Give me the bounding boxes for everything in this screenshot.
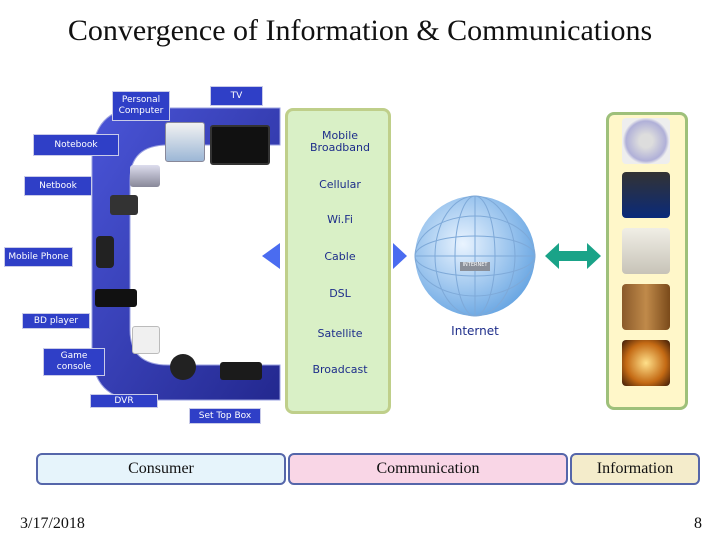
notebook-label: Notebook: [33, 134, 119, 156]
tv-label: TV: [210, 86, 263, 106]
information-bar: Information: [570, 453, 700, 485]
books-image: [622, 284, 670, 330]
globe-caption: INTERNET: [462, 262, 488, 268]
satellite-label: Satellite: [317, 327, 363, 340]
music-disc-image: [622, 118, 670, 164]
dvr-label: DVR: [90, 394, 158, 408]
notebook-image: [130, 165, 160, 187]
double-arrow-icon: [545, 243, 601, 269]
communication-panel: [285, 108, 391, 414]
cellular-label: Cellular: [319, 178, 361, 191]
game-console-label: Game console: [43, 348, 105, 376]
cable-label: Cable: [324, 250, 356, 263]
page-title: Convergence of Information & Communicati…: [67, 14, 653, 47]
game-console-image: [132, 326, 160, 354]
mobile-broadband-label: Mobile Broadband: [310, 129, 370, 154]
newspaper-image: [622, 228, 670, 274]
dsl-label: DSL: [329, 287, 351, 300]
wifi-label: Wi.Fi: [327, 213, 353, 226]
set-top-box-label: Set Top Box: [189, 408, 261, 424]
tv-image: [210, 125, 270, 165]
netbook-image: [110, 195, 138, 215]
bd-player-label: BD player: [22, 313, 90, 329]
personal-computer-image: [165, 122, 205, 162]
consumer-bar: Consumer: [36, 453, 286, 485]
dvr-image: [170, 354, 196, 380]
mobile-phone-label: Mobile Phone: [4, 247, 73, 267]
arrow-right-icon: [393, 243, 407, 269]
internet-label: Internet: [451, 324, 499, 338]
page-number: 8: [694, 515, 702, 532]
bd-player-image: [95, 289, 137, 307]
broadcast-label: Broadcast: [312, 363, 368, 376]
personal-computer-label: Personal Computer: [112, 91, 170, 121]
netbook-label: Netbook: [24, 176, 92, 196]
game-art-image: [622, 340, 670, 386]
film-reel-image: [622, 172, 670, 218]
globe-icon: [414, 195, 536, 317]
set-top-box-image: [220, 362, 262, 380]
arrow-left-icon: [262, 243, 280, 269]
footer-date: 3/17/2018: [20, 515, 85, 532]
communication-bar: Communication: [288, 453, 568, 485]
mobile-phone-image: [96, 236, 114, 268]
